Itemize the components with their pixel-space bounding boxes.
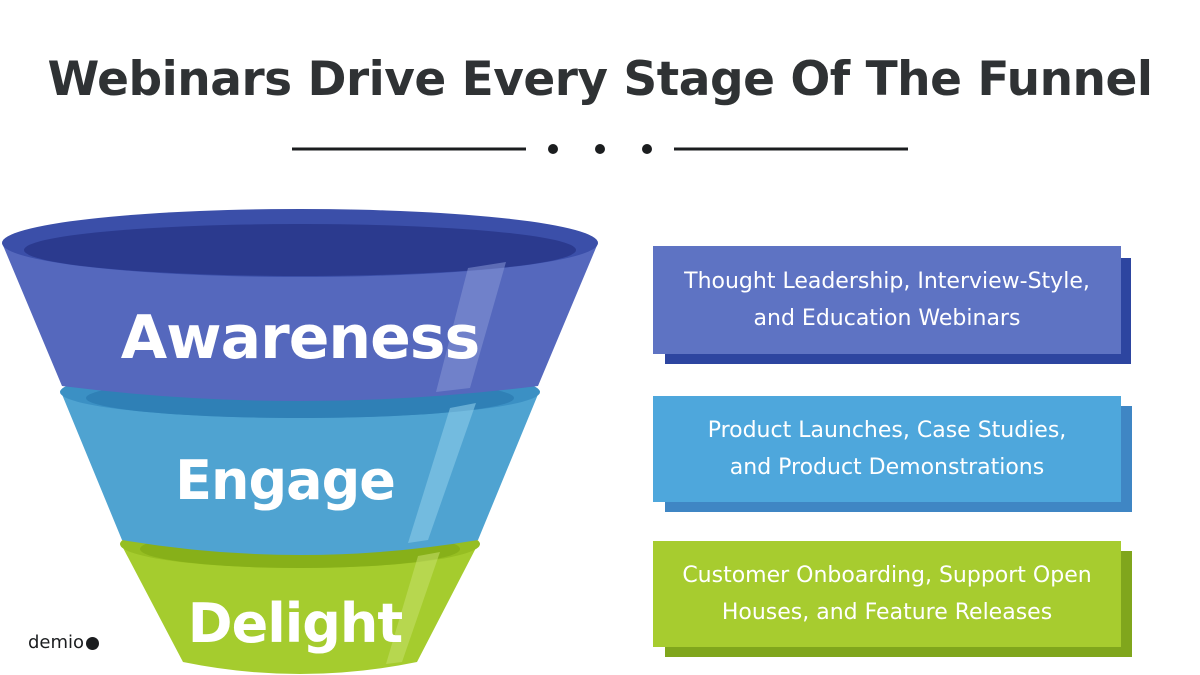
delight-description-box: Customer Onboarding, Support Open Houses… — [653, 541, 1121, 647]
page-title: Webinars Drive Every Stage Of The Funnel — [47, 52, 1153, 107]
delight-description-line: Houses, and Feature Releases — [721, 600, 1053, 625]
awareness-description-line: and Education Webinars — [753, 306, 1021, 331]
stage-label-awareness: Awareness — [120, 303, 480, 373]
stage-label-engage: Engage — [175, 449, 396, 512]
divider-dot — [595, 144, 605, 154]
engage-description-line: Product Launches, Case Studies, — [707, 418, 1067, 443]
logo-mark-icon — [86, 637, 100, 650]
awareness-description-box: Thought Leadership, Interview-Style, and… — [653, 246, 1121, 354]
title-divider — [292, 144, 908, 154]
engage-description-box: Product Launches, Case Studies, and Prod… — [653, 396, 1121, 502]
funnel-diagram — [2, 209, 598, 674]
delight-description-line: Customer Onboarding, Support Open — [682, 563, 1092, 588]
engage-description-line: and Product Demonstrations — [729, 455, 1045, 480]
funnel-section-awareness — [2, 209, 598, 401]
divider-dot — [642, 144, 652, 154]
demio-logo: demio — [28, 632, 100, 653]
divider-dot — [548, 144, 558, 154]
awareness-description-line: Thought Leadership, Interview-Style, — [684, 269, 1090, 294]
stage-label-delight: Delight — [187, 592, 403, 655]
logo-text: demio — [28, 632, 85, 653]
